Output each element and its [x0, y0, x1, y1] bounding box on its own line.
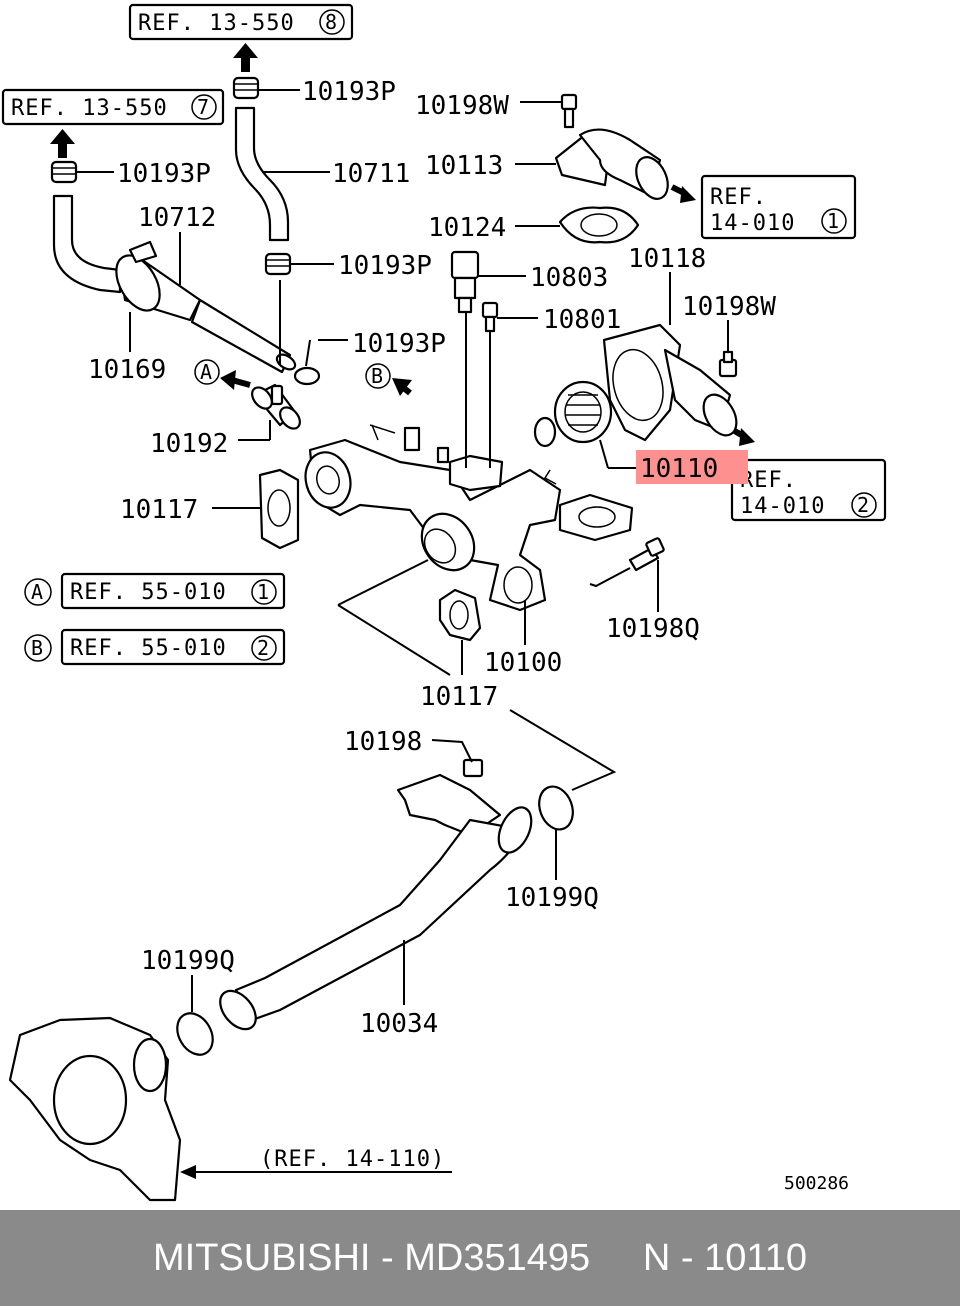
- legend-b-text: REF. 55-010: [70, 636, 227, 661]
- label-10198W-top: 10198W: [415, 91, 509, 121]
- label-10192: 10192: [150, 429, 228, 459]
- fitting-10192: [251, 383, 301, 430]
- label-10110: 10110: [640, 454, 718, 484]
- ref-right1-line2: 14-010: [710, 211, 795, 236]
- legend-b-number: 2: [257, 636, 269, 660]
- ref-box-right-2: REF. 14-010 2: [730, 458, 887, 522]
- ref-left-number: 7: [197, 95, 209, 119]
- label-10117-left: 10117: [120, 495, 198, 525]
- label-10198Q: 10198Q: [606, 614, 700, 644]
- arrow-up-top: [233, 43, 258, 72]
- arrow-up-left: [50, 129, 75, 158]
- ref-right2-number: 2: [857, 493, 869, 517]
- label-10199Q-left: 10199Q: [141, 946, 235, 976]
- label-10117-bottom: 10117: [420, 682, 498, 712]
- ref-right1-line1: REF.: [710, 185, 767, 210]
- label-10198: 10198: [344, 727, 422, 757]
- leader-lines: [76, 89, 729, 1179]
- label-10124: 10124: [428, 213, 506, 243]
- ref-box-top: REF. 13-550 8: [128, 3, 354, 41]
- gasket-10117-mid: [438, 588, 482, 642]
- highlight-10110: [636, 450, 748, 484]
- oring-10199Q-left: [176, 1012, 214, 1056]
- label-10169: 10169: [88, 355, 166, 385]
- arrow-ref-right-1: [670, 184, 696, 203]
- hose-10712: [50, 160, 297, 374]
- sensor-10803: [450, 250, 480, 314]
- oring-10199Q-right: [538, 785, 574, 831]
- legend-b-letter: B: [31, 636, 43, 660]
- gasket-10117-left: [258, 468, 300, 550]
- bolt-10198Q: [628, 537, 665, 572]
- ref-top-number: 8: [325, 10, 337, 34]
- ref-right1-number: 1: [827, 209, 839, 233]
- drawing-number: 500286: [784, 1173, 849, 1194]
- arrow-b-letter: B: [371, 364, 383, 388]
- label-10193P-low: 10193P: [352, 329, 446, 359]
- water-pump: [8, 1016, 182, 1202]
- label-10034: 10034: [360, 1009, 438, 1039]
- ref-right2-line2: 14-010: [740, 494, 825, 519]
- label-10193P-left: 10193P: [117, 159, 211, 189]
- thermostat-10110: [533, 380, 613, 448]
- ref-box-left: REF. 13-550 7: [1, 88, 225, 126]
- ref-box-right-1: REF. 14-010 1: [700, 174, 857, 240]
- clamp-10193P-low: [293, 366, 321, 386]
- arrow-b: B: [365, 363, 412, 396]
- legend-a-letter: A: [31, 580, 43, 604]
- arrow-ref-right-2: [731, 427, 755, 446]
- arrow-a-letter: A: [200, 360, 212, 384]
- label-10803: 10803: [530, 263, 608, 293]
- pipe-10034: [219, 773, 533, 1031]
- label-10193P-top: 10193P: [302, 77, 396, 107]
- bolt-10198: [462, 758, 484, 778]
- label-10198W-right: 10198W: [682, 292, 776, 322]
- ref-right2-line1: REF.: [740, 468, 797, 493]
- legend-a-text: REF. 55-010: [70, 580, 227, 605]
- outlet-10113: [554, 93, 669, 200]
- label-10801: 10801: [543, 305, 621, 335]
- label-10100: 10100: [484, 648, 562, 678]
- label-10118: 10118: [628, 244, 706, 274]
- legend-b: B REF. 55-010 2: [24, 628, 286, 666]
- arrow-a: A: [194, 359, 251, 390]
- parts-diagram: REF. 13-550 8 REF. 13-550 7 REF. 14-010 …: [1, 3, 887, 1202]
- legend-a: A REF. 55-010 1: [24, 572, 286, 610]
- label-10711: 10711: [332, 159, 410, 189]
- sensor-10801: [481, 301, 499, 333]
- ref-left-text: REF. 13-550: [11, 96, 168, 121]
- hose-10711: [232, 76, 292, 276]
- label-10193P-mid: 10193P: [338, 251, 432, 281]
- label-10712: 10712: [138, 203, 216, 233]
- part-labels: 10193P 10198W 10193P 10711 10113 10712 1…: [88, 77, 849, 1194]
- ref-top-text: REF. 13-550: [138, 11, 295, 36]
- inlet-10100: [304, 426, 634, 612]
- footer-part-info: MITSUBISHI - MD351495 N - 10110: [153, 1236, 807, 1279]
- housing-10118: [602, 323, 738, 442]
- label-10113: 10113: [425, 151, 503, 181]
- footer-bar: MITSUBISHI - MD351495 N - 10110: [0, 1210, 960, 1306]
- legend-a-number: 1: [257, 580, 269, 604]
- gasket-10124: [558, 206, 640, 244]
- label-ref-pump: (REF. 14-110): [260, 1147, 445, 1172]
- label-10199Q-right: 10199Q: [505, 883, 599, 913]
